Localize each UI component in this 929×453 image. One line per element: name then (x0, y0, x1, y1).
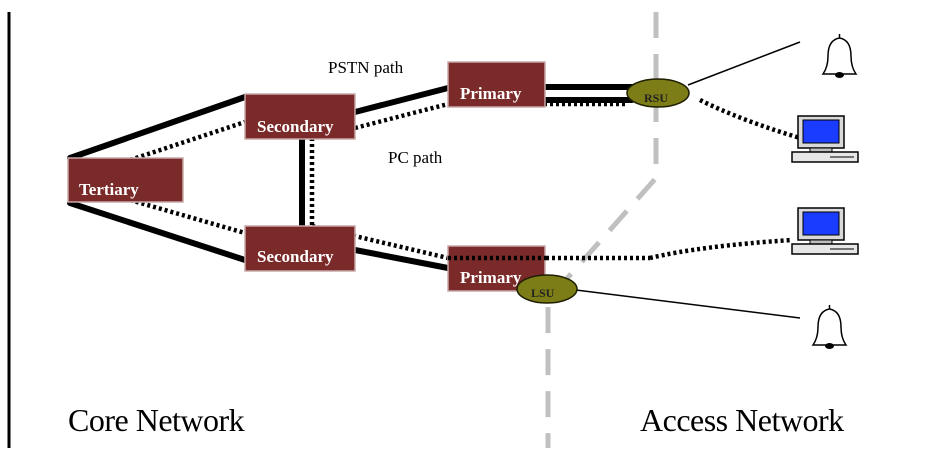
pc-path-label: PC path (388, 148, 443, 167)
node-primary-top: Primary (447, 61, 546, 108)
phone-lines (559, 41, 801, 319)
node-primary-top-label: Primary (460, 84, 522, 103)
bell-phone-icon (811, 305, 848, 349)
computer-icon (791, 207, 859, 255)
bell-phone-icon (821, 34, 858, 78)
core-network-label: Core Network (68, 402, 245, 438)
node-secondary-top: Secondary (244, 93, 356, 140)
core-access-divider (545, 12, 659, 448)
node-secondary-top-label: Secondary (257, 117, 334, 136)
node-tertiary: Tertiary (67, 157, 184, 203)
computer-icon (791, 115, 859, 163)
unit-rsu-label: RSU (644, 91, 668, 105)
pstn-path-lines (67, 84, 635, 271)
node-secondary-bottom: Secondary (244, 225, 356, 272)
unit-lsu: LSU (516, 274, 578, 304)
pstn-path-label: PSTN path (328, 58, 404, 77)
pc-path-lines (129, 97, 801, 261)
node-secondary-bottom-label: Secondary (257, 247, 334, 266)
access-network-label: Access Network (640, 402, 844, 438)
node-tertiary-label: Tertiary (79, 180, 139, 199)
unit-lsu-label: LSU (531, 286, 555, 300)
unit-rsu: RSU (626, 78, 690, 108)
node-primary-bottom-label: Primary (460, 268, 522, 287)
